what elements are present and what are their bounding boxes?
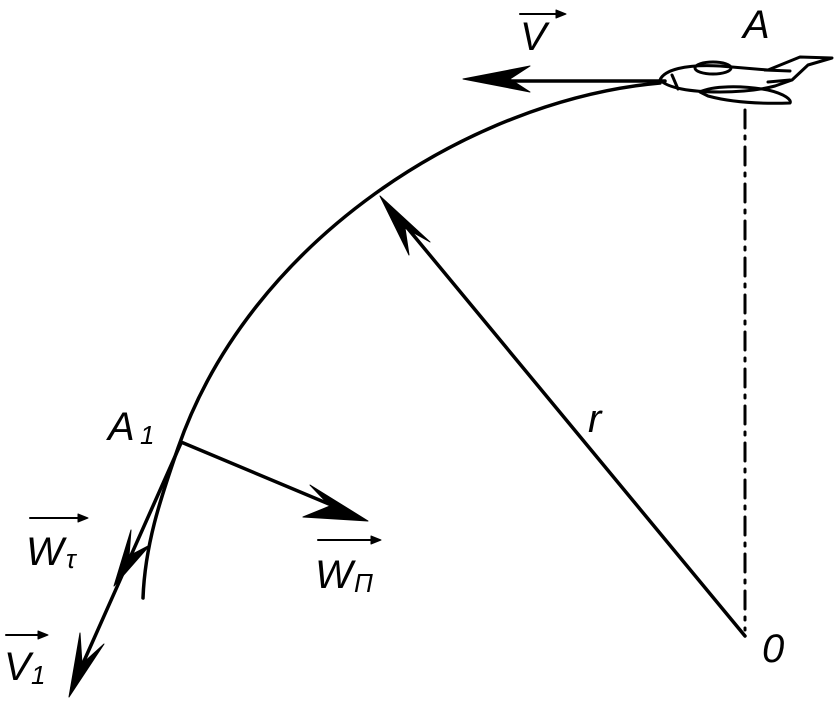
w-normal-arrowhead [302,484,369,522]
label-point-a: A [741,3,770,47]
label-v: V [519,9,567,59]
airplane-icon [658,55,834,105]
svg-text:A: A [106,405,135,449]
w-normal-line [179,440,350,514]
svg-text:1: 1 [140,420,154,450]
svg-text:V: V [4,645,34,689]
radius-arrowhead [379,195,431,256]
radius-line [393,211,747,638]
svg-text:τ: τ [66,544,78,574]
svg-text:W: W [26,530,67,574]
velocity-v-arrowhead [462,65,531,93]
label-w-tau: W τ [26,513,89,574]
svg-text:1: 1 [31,660,45,690]
label-point-a1: A 1 [106,405,154,450]
svg-text:V: V [520,15,550,59]
w-tau-arrowhead [113,529,151,587]
trajectory-curve [141,81,662,600]
label-v1: V 1 [4,630,49,690]
svg-text:П: П [354,568,373,598]
label-w-normal: W П [315,535,382,598]
velocity-v1-arrowhead [68,632,105,698]
label-radius: r [588,397,603,441]
label-center: 0 [762,627,784,671]
svg-text:W: W [315,553,356,597]
